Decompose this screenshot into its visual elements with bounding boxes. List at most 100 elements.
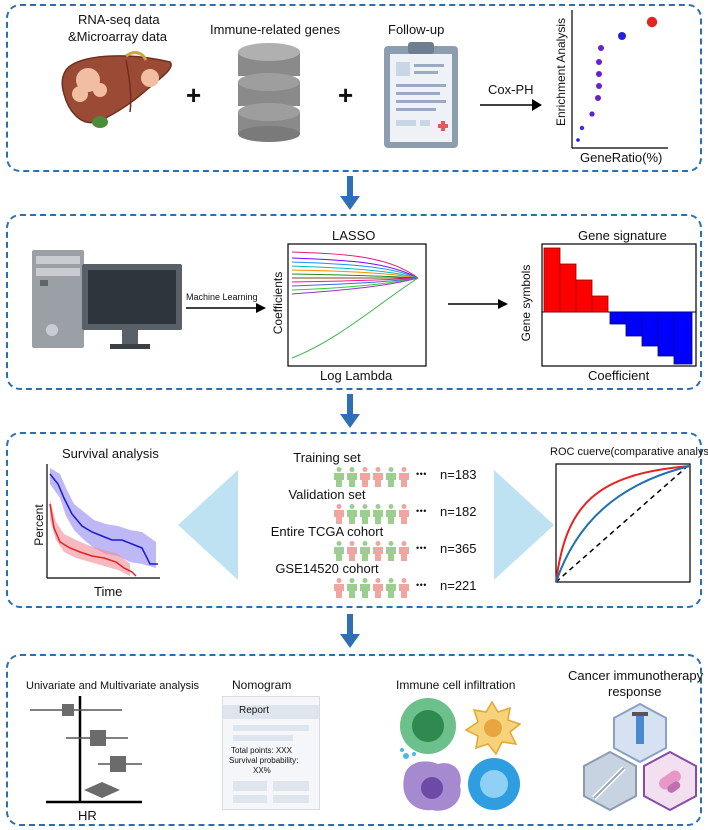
report-block <box>233 781 267 791</box>
cohort-name: GSE14520 cohort <box>275 561 379 576</box>
gene-signature-chart <box>541 243 697 367</box>
panel-data-collection <box>6 4 702 172</box>
computer-icon <box>32 250 182 349</box>
person-icon <box>336 504 342 509</box>
immune-title: Immune cell infiltration <box>396 678 516 692</box>
person-icon <box>336 578 342 583</box>
sig-title: Gene signature <box>578 228 667 243</box>
person-icon <box>362 541 368 546</box>
forest-title: Univariate and Multivariate analysis <box>26 680 200 692</box>
survival-prob-line1: Survival probability: <box>229 756 299 765</box>
left-triangle-shape <box>178 470 238 580</box>
survival-ylabel: Percent <box>32 504 46 546</box>
person-icon <box>362 504 368 509</box>
report-block <box>233 795 267 803</box>
cancer-title-line1: Cancer immunotherapy <box>568 668 704 683</box>
survival-xlabel: Time <box>94 584 123 599</box>
person-icon <box>375 467 381 472</box>
person-icon <box>349 578 355 583</box>
ml-label: Machine Learning <box>186 292 258 302</box>
lasso-title: LASSO <box>332 228 376 243</box>
report-label: Report <box>239 705 270 716</box>
flow-arrow-2 <box>340 394 360 428</box>
panel-validation <box>6 432 702 608</box>
cohort-name: Entire TCGA cohort <box>270 524 384 539</box>
survival-title: Survival analysis <box>62 446 159 461</box>
immunotherapy-hexagons-icon <box>583 702 697 812</box>
liver-icon <box>61 51 172 128</box>
database-icon <box>238 43 300 142</box>
plus-sign-2: + <box>338 80 354 110</box>
person-icon <box>375 504 381 509</box>
forest-xlabel: HR <box>78 808 97 823</box>
lasso-plot <box>287 243 427 367</box>
report-header-bar <box>223 705 319 719</box>
sig-xlabel: Coefficient <box>588 368 650 383</box>
genes-label: Immune-related genes <box>210 22 341 37</box>
lasso-ylabel: Coefficients <box>271 271 285 335</box>
person-icon-row <box>334 578 409 598</box>
lasso-xlabel: Log Lambda <box>320 368 393 383</box>
rna-label-line1: RNA-seq data <box>78 12 160 27</box>
cohort-name: Validation set <box>288 487 366 502</box>
clipboard-icon <box>384 42 458 148</box>
cox-arrow <box>480 99 542 111</box>
person-icon <box>388 578 394 583</box>
enrichment-plot <box>571 10 668 149</box>
person-icon <box>375 541 381 546</box>
enrich-xlabel: GeneRatio(%) <box>580 150 663 165</box>
roc-title: ROC cuerve(comparative analysis) <box>550 446 708 458</box>
report-line <box>233 735 293 741</box>
ellipsis-dots: • • • <box>416 580 427 590</box>
person-icon <box>401 504 407 509</box>
panel-lasso <box>6 214 702 390</box>
cohort-count: n=221 <box>440 578 477 593</box>
roc-plot <box>555 463 691 583</box>
cancer-title-line2: response <box>608 684 662 699</box>
report-line <box>233 725 309 731</box>
ellipsis-dots: • • • <box>416 506 427 516</box>
person-icon <box>349 541 355 546</box>
nomogram-report-card: Report Total points: XXX Survival probab… <box>222 696 320 810</box>
flow-arrow-3 <box>340 614 360 648</box>
report-block <box>273 795 309 803</box>
ellipsis-dots: • • • <box>416 469 427 479</box>
ml-arrow <box>186 303 266 313</box>
sig-ylabel: Gene symbols <box>519 264 533 342</box>
right-triangle-shape <box>494 470 554 580</box>
person-icon <box>401 541 407 546</box>
plus-sign-1: + <box>186 80 202 110</box>
survival-prob-line2: XX% <box>253 766 271 775</box>
person-icon <box>336 467 342 472</box>
person-icon <box>375 578 381 583</box>
immune-cells-icon <box>400 698 522 811</box>
cohort-count: n=182 <box>440 504 477 519</box>
report-block <box>273 781 309 791</box>
rna-label-line2: &Microarray data <box>68 29 167 44</box>
person-icon <box>388 467 394 472</box>
enrich-ylabel: Enrichment Analysis <box>554 17 568 127</box>
person-icon <box>349 504 355 509</box>
ellipsis-dots: • • • <box>416 543 427 553</box>
person-icon <box>388 504 394 509</box>
panel-downstream <box>6 654 702 826</box>
nomogram-title: Nomogram <box>232 678 292 692</box>
person-icon-row <box>334 467 409 487</box>
person-icon <box>388 541 394 546</box>
person-icon <box>362 578 368 583</box>
person-icon <box>401 578 407 583</box>
survival-plot <box>46 464 160 579</box>
lasso-to-signature-arrow <box>448 299 508 309</box>
cohort-name: Training set <box>293 450 361 465</box>
followup-label: Follow-up <box>388 22 445 37</box>
person-icon-row <box>334 541 409 561</box>
flow-arrow-1 <box>340 176 360 210</box>
forest-plot <box>30 696 142 804</box>
cox-label: Cox-PH <box>488 82 534 97</box>
person-icon <box>336 541 342 546</box>
total-points: Total points: XXX <box>231 746 292 755</box>
person-icon <box>401 467 407 472</box>
person-icon-row <box>334 504 409 524</box>
person-icon <box>349 467 355 472</box>
